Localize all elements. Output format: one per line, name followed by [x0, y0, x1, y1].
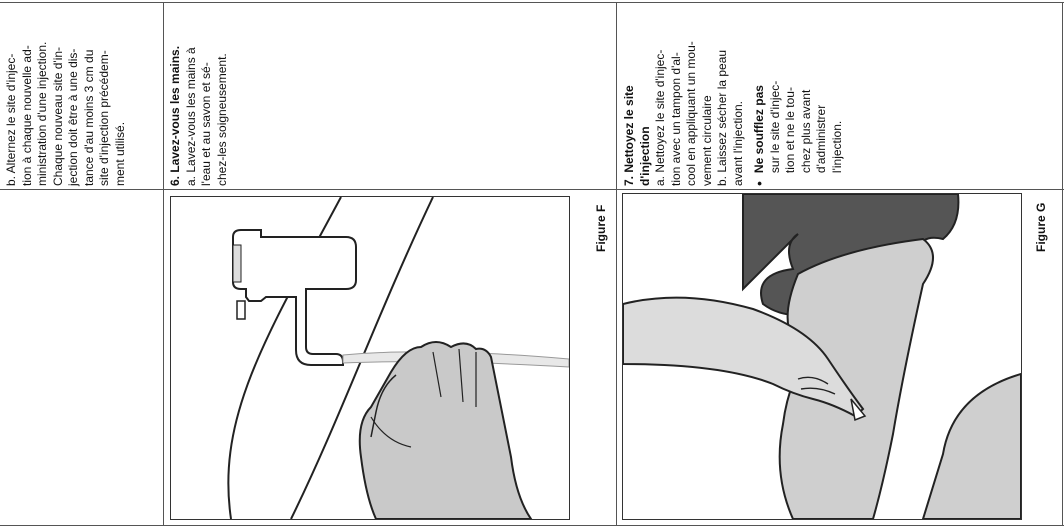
alternate-site-instruction: b. Alternez le site d'injec- tion à chaq…: [4, 41, 127, 186]
table-border-right: [1062, 2, 1063, 526]
column-divider-2: [616, 2, 617, 526]
table-border-top: [0, 2, 1064, 3]
step-7-text: 7. Nettoyez le site d'injection a. Netto…: [622, 6, 845, 186]
warning-bullet: • Ne soufflez pas sur le site d'injec- t…: [751, 80, 844, 186]
bullet-icon: •: [751, 181, 767, 186]
figure-f-image: [170, 196, 570, 520]
figure-g-image: [622, 193, 1022, 520]
handwashing-illustration: [227, 197, 569, 519]
table-border-bottom: [0, 525, 1064, 526]
figure-g-label: Figure G: [1034, 202, 1048, 252]
column-divider-1: [163, 2, 164, 526]
row-divider: [0, 189, 1064, 190]
step-7-title: 7. Nettoyez le site: [622, 85, 636, 186]
step-6-title: 6. Lavez-vous les mains.: [168, 45, 182, 186]
step-6-text: 6. Lavez-vous les mains. a. Lavez-vous l…: [168, 6, 230, 186]
figure-f-label: Figure F: [594, 204, 608, 252]
skin-cleaning-illustration: [623, 194, 1021, 519]
